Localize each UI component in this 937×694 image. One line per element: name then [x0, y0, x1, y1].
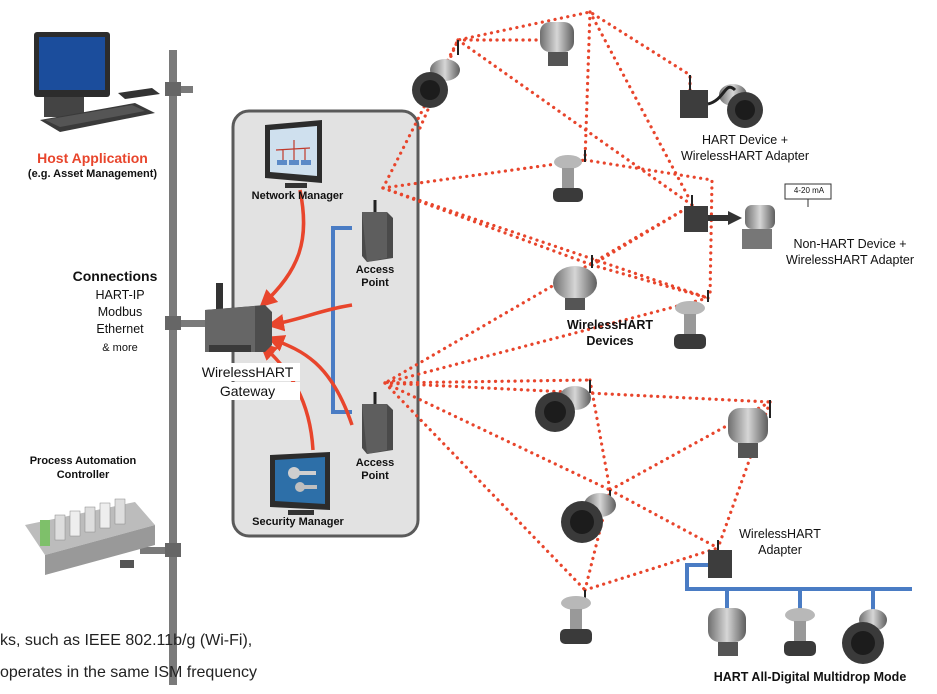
- connections-title: Connections: [72, 268, 158, 284]
- plc-controller-icon: [25, 498, 155, 575]
- controller-title-line1: Process Automation: [29, 455, 137, 467]
- connection-item-modbus: Modbus: [97, 305, 143, 319]
- access-point-1-line2: Point: [361, 277, 389, 289]
- body-text-line2: operates in the same ISM frequency: [0, 664, 258, 681]
- non-hart-adapter-label-line2: WirelessHART Adapter: [785, 253, 915, 267]
- multidrop-adapter-line1: WirelessHART: [739, 527, 821, 541]
- host-subtitle: (e.g. Asset Management): [27, 168, 158, 180]
- body-text-line1: ks, such as IEEE 802.11b/g (Wi-Fi),: [0, 632, 253, 649]
- gateway-icon: [205, 283, 272, 352]
- access-point-1-line1: Access: [355, 264, 395, 276]
- access-point-2-line1: Access: [355, 457, 395, 469]
- access-point-2-icon: [362, 392, 393, 454]
- multidrop-mode-label: HART All-Digital Multidrop Mode: [713, 670, 907, 684]
- wirelesshart-adapter-icons: [680, 75, 742, 578]
- gateway-label-line2: Gateway: [195, 382, 300, 401]
- non-hart-adapter-label-line1: Non-HART Device +: [793, 237, 907, 251]
- multidrop-bus: [685, 563, 912, 610]
- wirelesshart-devices-line2: Devices: [586, 334, 634, 348]
- connection-item-hartip: HART-IP: [95, 288, 145, 302]
- backbone-pipe: [140, 50, 207, 685]
- wirelesshart-devices-line1: WirelessHART: [566, 318, 654, 332]
- hart-adapter-label-line1: HART Device +: [701, 133, 789, 147]
- network-manager-monitor-icon: [265, 120, 322, 188]
- transmitter-device-icons: [540, 22, 775, 656]
- connection-item-more: & more: [102, 342, 138, 354]
- access-point-2-line2: Point: [361, 470, 389, 482]
- host-computer-icon: [34, 32, 160, 132]
- controller-title-line2: Controller: [56, 469, 110, 481]
- gateway-label-line1: WirelessHART: [195, 363, 300, 382]
- hart-adapter-label-line2: WirelessHART Adapter: [680, 149, 810, 163]
- flowmeter-device-icons: [412, 40, 887, 664]
- connection-item-ethernet: Ethernet: [96, 322, 144, 336]
- access-point-1-icon: [362, 200, 393, 262]
- ap-bus-line: [331, 226, 352, 414]
- security-manager-label: Security Manager: [252, 516, 344, 528]
- network-manager-label: Network Manager: [251, 190, 344, 202]
- gateway-arrows: [259, 189, 354, 451]
- host-title: Host Application: [37, 150, 148, 166]
- signal-box-label: 4-20 mA: [793, 186, 825, 195]
- security-manager-monitor-icon: [270, 452, 330, 515]
- signal-box: [784, 183, 832, 207]
- multidrop-adapter-line2: Adapter: [758, 543, 802, 557]
- valve-device-icons: [553, 150, 816, 656]
